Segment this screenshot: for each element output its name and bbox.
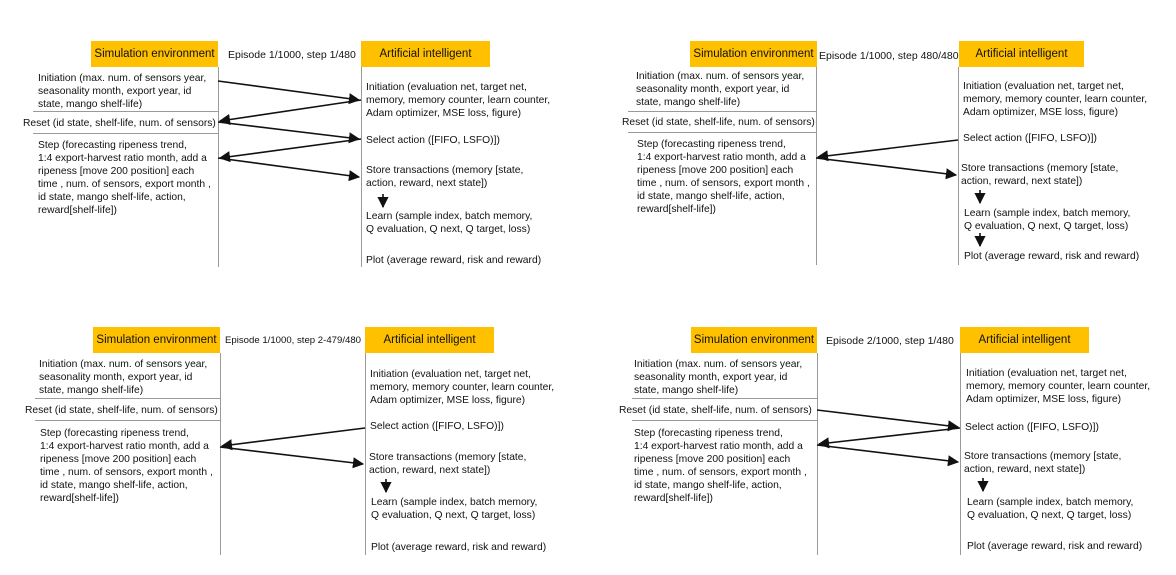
ai-header: Artificial intelligent (960, 327, 1089, 353)
ai-header: Artificial intelligent (361, 41, 490, 67)
sim-divider (628, 111, 817, 112)
sim-initiation-text: Initiation (max. num. of sensors year, s… (38, 73, 207, 110)
episode-label: Episode 2/1000, step 1/480 (826, 335, 954, 347)
arrow-step-to-store (217, 157, 361, 182)
arrow-step-to-store (816, 444, 960, 467)
sim-divider (33, 133, 219, 134)
arrow-ai-to-reset (218, 99, 362, 126)
sim-divider (35, 420, 221, 421)
ai-select-action-text: Select action ([FIFO, LSFO)]) (963, 133, 1097, 144)
sim-lifeline (220, 353, 221, 555)
sim-step-text: Step (forecasting ripeness trend, 1:4 ex… (634, 428, 807, 504)
ai-plot-text: Plot (average reward, risk and reward) (366, 255, 542, 266)
ai-lifeline (960, 353, 961, 555)
ai-plot-text: Plot (average reward, risk and reward) (967, 541, 1143, 552)
arrow-select-to-step (218, 138, 362, 163)
ai-plot-text: Plot (average reward, risk and reward) (371, 542, 547, 553)
arrow-init-to-ai (217, 80, 361, 105)
sim-initiation-text: Initiation (max. num. of sensors year, s… (634, 359, 803, 396)
ai-select-action-text: Select action ([FIFO, LSFO)]) (366, 135, 500, 146)
sim-reset-text: Reset (id state, shelf-life, num. of sen… (25, 405, 218, 416)
ai-select-action-text: Select action ([FIFO, LSFO)]) (965, 422, 1099, 433)
sim-initiation-text: Initiation (max. num. of sensors year, s… (636, 71, 805, 108)
ai-learn-text: Learn (sample index, batch memory, Q eva… (964, 208, 1131, 232)
ai-learn-text: Learn (sample index, batch memory, Q eva… (371, 497, 538, 521)
sim-reset-text: Reset (id state, shelf-life, num. of sen… (619, 405, 812, 416)
sim-lifeline (816, 67, 817, 265)
arrow-reset-to-select (217, 121, 361, 144)
ai-select-action-text: Select action ([FIFO, LSFO)]) (370, 421, 504, 432)
ai-initiation-text: Initiation (evaluation net, target net, … (366, 82, 551, 119)
sim-step-text: Step (forecasting ripeness trend, 1:4 ex… (38, 140, 211, 216)
sim-env-header: Simulation environment (91, 41, 218, 67)
ai-store-text: Store transactions (memory [state, actio… (369, 452, 527, 476)
sim-lifeline (218, 67, 219, 267)
ai-lifeline (361, 67, 362, 267)
sim-step-text: Step (forecasting ripeness trend, 1:4 ex… (637, 139, 810, 215)
arrow-select-to-step (220, 427, 366, 451)
ai-header: Artificial intelligent (365, 327, 494, 353)
ai-learn-text: Learn (sample index, batch memory, Q eva… (366, 211, 533, 235)
sim-divider (632, 420, 818, 421)
sim-env-header: Simulation environment (690, 41, 817, 67)
sim-env-header: Simulation environment (691, 327, 817, 353)
sim-reset-text: Reset (id state, shelf-life, num. of sen… (23, 118, 216, 129)
ai-initiation-text: Initiation (evaluation net, target net, … (370, 369, 555, 406)
arrow-step-to-store (815, 157, 958, 180)
ai-lifeline (958, 67, 959, 265)
sim-divider (628, 132, 817, 133)
episode-label: Episode 1/1000, step 480/480 (819, 50, 959, 62)
ai-initiation-text: Initiation (evaluation net, target net, … (966, 368, 1151, 405)
sim-initiation-text: Initiation (max. num. of sensors year, s… (39, 359, 208, 396)
ai-learn-text: Learn (sample index, batch memory, Q eva… (967, 497, 1134, 521)
sim-divider (35, 398, 221, 399)
ai-lifeline (365, 353, 366, 555)
sim-env-header: Simulation environment (93, 327, 220, 353)
arrow-reset-to-select (816, 409, 960, 432)
ai-store-text: Store transactions (memory [state, actio… (964, 451, 1122, 475)
sim-divider (632, 398, 818, 399)
arrow-select-to-step (817, 427, 961, 449)
episode-label: Episode 1/1000, step 1/480 (228, 49, 356, 61)
sim-lifeline (817, 353, 818, 555)
ai-store-text: Store transactions (memory [state, actio… (366, 165, 524, 189)
arrow-step-to-store (219, 446, 365, 469)
ai-plot-text: Plot (average reward, risk and reward) (964, 251, 1140, 262)
ai-store-text: Store transactions (memory [state, actio… (961, 163, 1119, 187)
ai-initiation-text: Initiation (evaluation net, target net, … (963, 81, 1148, 118)
sim-step-text: Step (forecasting ripeness trend, 1:4 ex… (40, 428, 213, 504)
episode-label: Episode 1/1000, step 2-479/480 (225, 335, 362, 346)
sim-divider (33, 111, 219, 112)
arrow-select-to-step (816, 139, 959, 162)
ai-header: Artificial intelligent (959, 41, 1084, 67)
sim-reset-text: Reset (id state, shelf-life, num. of sen… (622, 117, 815, 128)
